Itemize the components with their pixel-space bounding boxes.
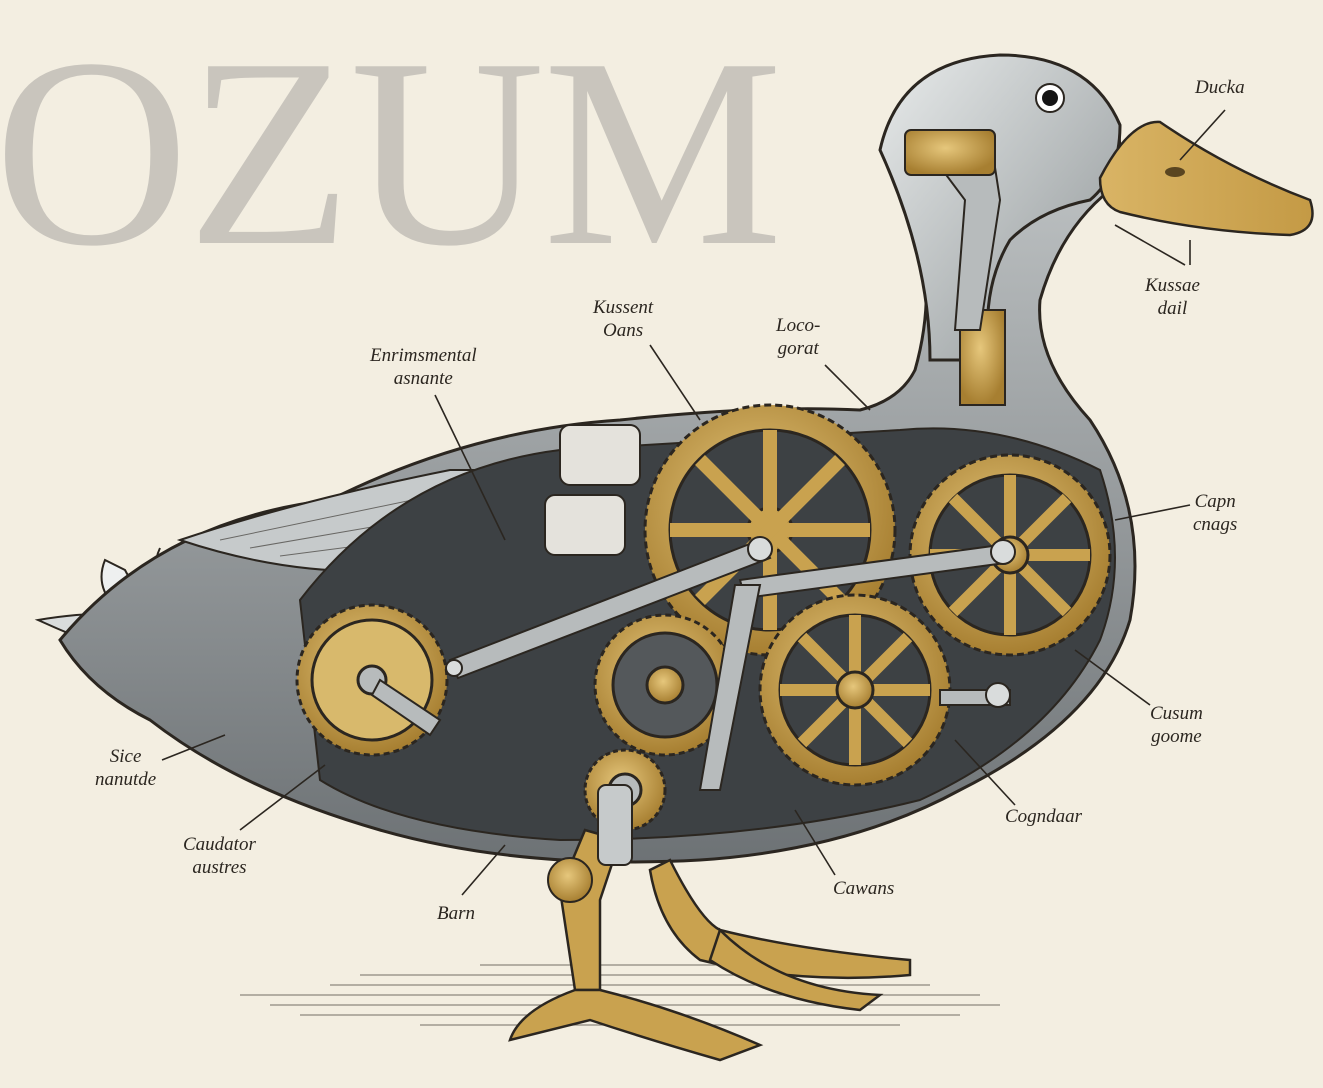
gear-lower-center — [760, 595, 950, 785]
label-barn: Barn — [437, 902, 475, 925]
beak — [1100, 122, 1313, 235]
label-cogndaar: Cogndaar — [1005, 805, 1082, 828]
label-cawans: Cawans — [833, 877, 894, 900]
flywheel-left — [297, 605, 447, 755]
label-loco-gorat: Loco-gorat — [776, 314, 820, 360]
label-ducka: Ducka — [1195, 76, 1245, 99]
